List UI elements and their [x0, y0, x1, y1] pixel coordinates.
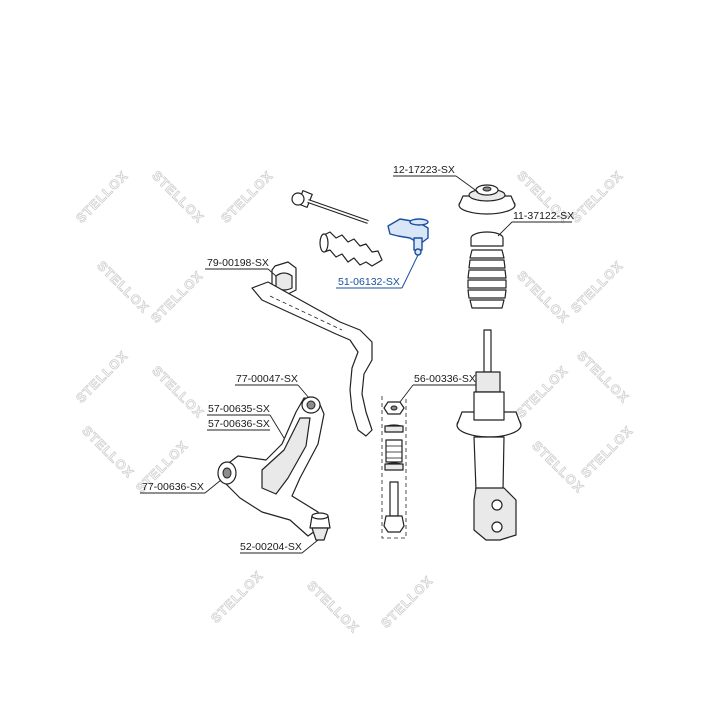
watermark-logo: STELLOX — [304, 578, 362, 636]
leader-lines — [140, 175, 572, 554]
watermark-logo: STELLOX — [529, 438, 587, 496]
watermark-logo: STELLOX — [73, 168, 131, 226]
top-mount — [458, 184, 516, 215]
watermark-logo: STELLOX — [568, 168, 626, 226]
watermark-logo: STELLOX — [149, 363, 207, 421]
watermark-logo: STELLOX — [149, 168, 207, 226]
bump-stop-boot — [467, 231, 507, 309]
watermark-logo: STELLOX — [514, 268, 572, 326]
stabilizer-link-kit — [381, 396, 407, 539]
label-control-arm-bushing-rear[interactable]: 77-00047-SX — [236, 373, 298, 385]
label-bump-stop-boot[interactable]: 11-37122-SX — [513, 210, 574, 222]
watermark-logo: STELLOX — [218, 168, 276, 226]
label-ball-joint[interactable]: 52-00204-SX — [240, 541, 302, 553]
watermark-logo: STELLOX — [378, 573, 436, 631]
watermark-logo: STELLOX — [208, 568, 266, 626]
label-control-arm-right[interactable]: 57-00636-SX — [208, 418, 270, 430]
label-tie-rod-end[interactable]: 51-06132-SX — [338, 276, 400, 288]
label-stabilizer-bushing[interactable]: 79-00198-SX — [207, 257, 269, 269]
label-control-arm-bushing-front[interactable]: 77-00636-SX — [142, 481, 204, 493]
steering-boot — [319, 231, 383, 267]
watermark-logo: STELLOX — [578, 423, 636, 481]
strut — [456, 329, 522, 541]
label-top-mount[interactable]: 12-17223-SX — [393, 164, 455, 176]
label-stabilizer-link-kit[interactable]: 56-00336-SX — [414, 373, 476, 385]
watermark-logo: STELLOX — [94, 258, 152, 316]
ball-joint — [309, 512, 331, 541]
inner-tie-rod — [291, 190, 369, 224]
watermark-logo: STELLOX — [148, 268, 206, 326]
watermark-logo: STELLOX — [513, 363, 571, 421]
watermark-logo: STELLOX — [574, 348, 632, 406]
label-control-arm-left[interactable]: 57-00635-SX — [208, 403, 270, 415]
lower-control-arm — [217, 396, 325, 537]
part-labels: 12-17223-SX 11-37122-SX 79-00198-SX 51-0… — [142, 164, 574, 553]
watermark-logo: STELLOX — [79, 423, 137, 481]
watermark-logo: STELLOX — [73, 348, 131, 406]
watermark-logo: STELLOX — [568, 258, 626, 316]
stabilizer-bar — [251, 281, 373, 437]
tie-rod-end — [387, 218, 429, 256]
